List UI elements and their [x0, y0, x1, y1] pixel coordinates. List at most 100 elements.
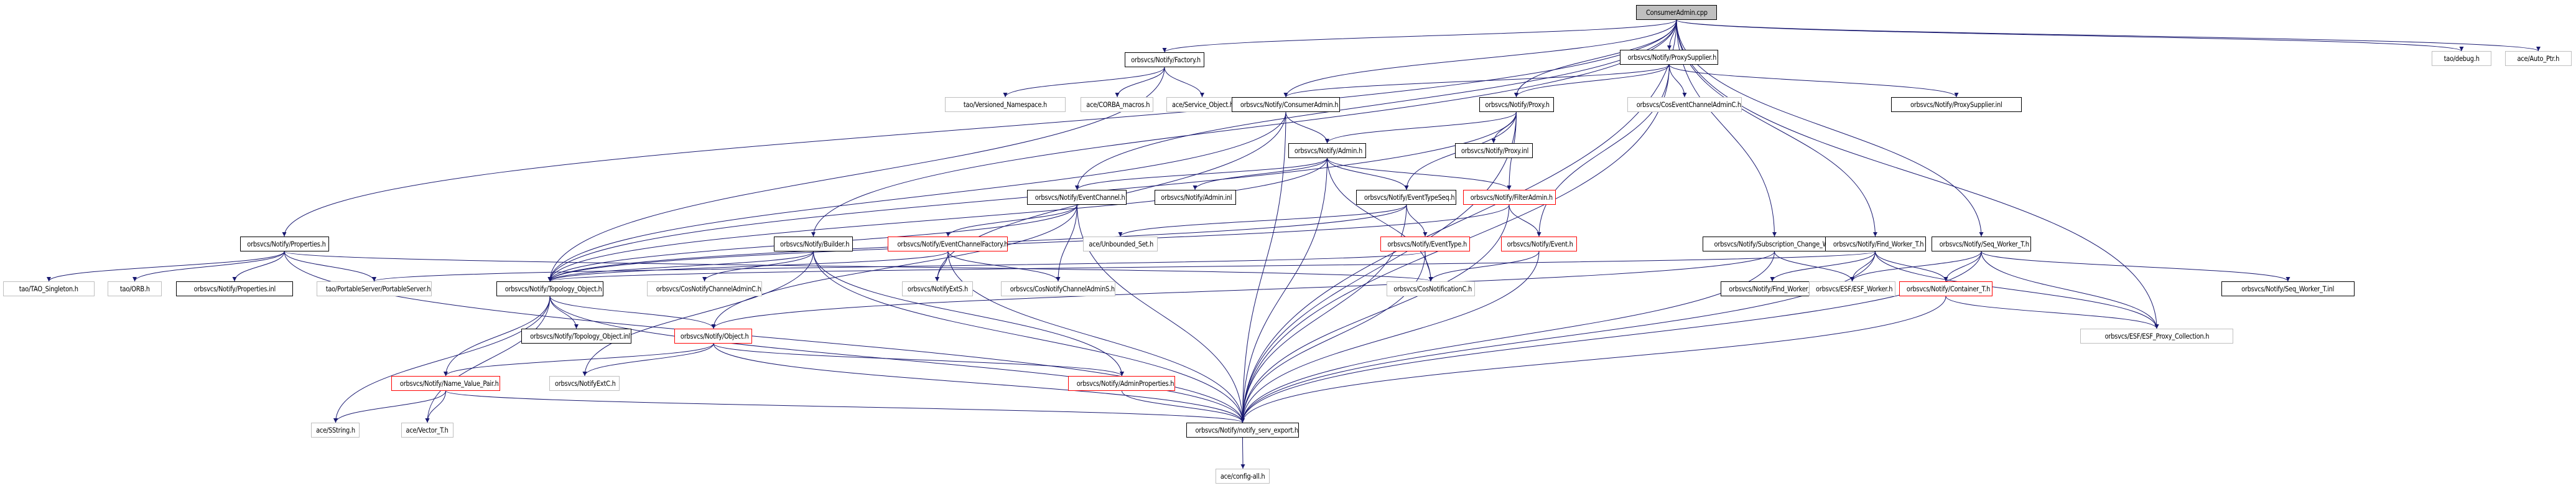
- node-properties-h[interactable]: orbsvcs/Notify/Properties.h: [240, 237, 329, 251]
- node-container-t-h[interactable]: orbsvcs/Notify/Container_T.h: [1899, 281, 1993, 296]
- node-name-value-pair-h[interactable]: orbsvcs/Notify/Name_Value_Pair.h: [391, 376, 500, 391]
- edge-eventtype_h-to-cosnotificationc: [1425, 251, 1433, 282]
- edge-filteradmin_h-to-topology_object_h: [547, 204, 1510, 282]
- edge-proxysupplier-to-consumeradmin_h: [1283, 64, 1670, 98]
- edge-root-to-properties_h: [282, 19, 1677, 237]
- edge-root-to-auto_ptr: [1676, 19, 2541, 52]
- node-coseventchanneladminc-h[interactable]: orbsvcs/CosEventChannelAdminC.h: [1627, 97, 1742, 112]
- edge-eventchannel_h-to-cosnotifychanneladmins: [1056, 204, 1077, 282]
- edge-builder_h-to-notify_serv_export: [813, 251, 1245, 423]
- edge-proxysupplier-to-proxysupplier_inl: [1669, 64, 1959, 98]
- node-admin-inl[interactable]: orbsvcs/Notify/Admin.inl: [1155, 190, 1236, 205]
- node-consumeradmin-h[interactable]: orbsvcs/Notify/ConsumerAdmin.h: [1232, 97, 1340, 112]
- node-eventtypeseq-h[interactable]: orbsvcs/Notify/EventTypeSeq.h: [1355, 190, 1457, 205]
- edge-root-to-notify_serv_export: [1240, 19, 1677, 423]
- edge-factory-to-corba_macros: [1115, 67, 1165, 98]
- edge-find_worker-to-esf_proxy_collection: [1875, 251, 2159, 329]
- edge-factory-to-versioned_ns: [1003, 67, 1165, 98]
- node-eventchannel-h[interactable]: orbsvcs/Notify/EventChannel.h: [1026, 190, 1127, 205]
- edge-root-to-tao_debug: [1676, 19, 2464, 52]
- node-filteradmin-h[interactable]: orbsvcs/Notify/FilterAdmin.h: [1463, 190, 1556, 205]
- edge-filteradmin_h-to-event_h: [1509, 204, 1541, 237]
- node-properties-inl[interactable]: orbsvcs/Notify/Properties.inl: [176, 281, 293, 296]
- edge-consumeradmin_h-to-admin_h: [1285, 111, 1329, 144]
- node-service-object-h[interactable]: ace/Service_Object.h: [1166, 97, 1238, 112]
- edge-root-to-esf_proxy_collection: [1676, 19, 2159, 329]
- node-unbounded-set-h[interactable]: ace/Unbounded_Set.h: [1083, 237, 1158, 251]
- edge-notify_serv_export-to-config_all: [1240, 437, 1245, 469]
- edge-topology_object_h-to-name_value_pair: [444, 296, 551, 377]
- edge-subscription_worker-to-object_h: [711, 251, 1775, 329]
- node-esf-worker-h[interactable]: orbsvcs/ESF/ESF_Worker.h: [1808, 281, 1896, 296]
- node-corba-macros-h[interactable]: ace/CORBA_macros.h: [1080, 97, 1154, 112]
- edge-proxysupplier-to-coseventchanneladminc: [1669, 64, 1687, 98]
- node-event-h[interactable]: orbsvcs/Notify/Event.h: [1501, 237, 1577, 251]
- edge-eventtypeseq_h-to-eventtype_h: [1406, 204, 1428, 237]
- edge-admin_h-to-eventtypeseq_h: [1327, 157, 1409, 190]
- edge-name_value_pair-to-sstring: [333, 390, 446, 423]
- node-admin-h[interactable]: orbsvcs/Notify/Admin.h: [1288, 143, 1367, 158]
- node-ace-auto-ptr-h[interactable]: ace/Auto_Ptr.h: [2505, 51, 2572, 66]
- edge-object_h-to-name_value_pair: [444, 343, 714, 377]
- node-versioned-namespace-h[interactable]: tao/Versioned_Namespace.h: [945, 97, 1066, 112]
- node-proxy-inl[interactable]: orbsvcs/Notify/Proxy.inl: [1455, 143, 1533, 158]
- node-vector-t-h[interactable]: ace/Vector_T.h: [401, 423, 454, 438]
- node-find-worker-t-inl[interactable]: orbsvcs/Notify/Find_Worker_T.inl: [1720, 281, 1825, 296]
- edge-properties_h-to-notify_serv_export: [284, 251, 1245, 423]
- node-topology-object-h[interactable]: orbsvcs/Notify/Topology_Object.h: [496, 281, 603, 296]
- edge-seq_worker-to-esf_proxy_collection: [1981, 251, 2159, 329]
- node-config-all-h[interactable]: ace/config-all.h: [1215, 469, 1270, 484]
- node-sstring-h[interactable]: ace/SString.h: [310, 423, 360, 438]
- edge-root-to-factory: [1162, 19, 1677, 53]
- node-adminproperties-h[interactable]: orbsvcs/Notify/AdminProperties.h: [1067, 376, 1176, 391]
- node-eventchannelfactory-h[interactable]: orbsvcs/Notify/EventChannelFactory.h: [887, 237, 1008, 251]
- node-seq-worker-t-inl[interactable]: orbsvcs/Notify/Seq_Worker_T.inl: [2221, 281, 2355, 296]
- node-notify-serv-export-h[interactable]: orbsvcs/Notify/notify_serv_export.h: [1186, 423, 1300, 438]
- edge-admin_h-to-eventchannel_h: [1075, 157, 1328, 190]
- node-cosnotifychanneladmins-h[interactable]: orbsvcs/CosNotifyChannelAdminS.h: [1000, 281, 1116, 296]
- node-find-worker-t-h[interactable]: orbsvcs/Notify/Find_Worker_T.h: [1825, 237, 1926, 251]
- edge-event_h-to-notify_serv_export: [1240, 251, 1540, 423]
- edge-object_h-to-notify_serv_export: [713, 343, 1245, 423]
- node-builder-h[interactable]: orbsvcs/Notify/Builder.h: [773, 237, 853, 251]
- edge-factory-to-service_object: [1164, 67, 1204, 98]
- node-notifyexts-h[interactable]: orbsvcs/NotifyExtS.h: [902, 281, 973, 296]
- edge-subscription_worker-to-notify_serv_export: [1240, 251, 1775, 423]
- node-notifyextc-h[interactable]: orbsvcs/NotifyExtC.h: [549, 376, 620, 391]
- edge-topology_object_h-to-vector_t: [425, 296, 551, 423]
- node-esf-proxy-collection-h[interactable]: orbsvcs/ESF/ESF_Proxy_Collection.h: [2080, 329, 2233, 344]
- edge-find_worker-to-find_worker_inl: [1770, 251, 1876, 282]
- node-object-h[interactable]: orbsvcs/Notify/Object.h: [674, 329, 753, 344]
- edge-seq_worker-to-seq_worker_inl: [1981, 251, 2290, 282]
- node-factory-h[interactable]: orbsvcs/Notify/Factory.h: [1125, 52, 1204, 67]
- node-proxysupplier-h[interactable]: orbsvcs/Notify/ProxySupplier.h: [1619, 50, 1719, 65]
- edge-find_worker-to-topology_object_h: [548, 251, 1876, 282]
- node-consumeradmin-cpp[interactable]: ConsumerAdmin.cpp: [1636, 5, 1717, 20]
- node-tao-singleton-h[interactable]: tao/TAO_Singleton.h: [3, 281, 95, 296]
- edge-adminproperties-to-notify_serv_export: [1122, 390, 1245, 423]
- edge-eventtype_h-to-portableserver: [372, 251, 1426, 282]
- node-proxysupplier-inl[interactable]: orbsvcs/Notify/ProxySupplier.inl: [1891, 97, 2022, 112]
- edge-container_t-to-notify_serv_export: [1240, 296, 1946, 423]
- edge-consumeradmin_h-to-topology_object_h: [547, 111, 1286, 282]
- node-eventtype-h[interactable]: orbsvcs/Notify/EventType.h: [1380, 237, 1470, 251]
- node-cosnotifychanneladminc-h[interactable]: orbsvcs/CosNotifyChannelAdminC.h: [647, 281, 762, 296]
- edge-admin_h-to-cosnotificationc: [1327, 157, 1433, 282]
- edge-ecfactory_h-to-cosnotifychanneladmins: [947, 251, 1061, 282]
- edge-properties_h-to-tao_orb: [133, 251, 285, 282]
- node-topology-object-inl[interactable]: orbsvcs/Notify/Topology_Object.inl: [521, 329, 631, 344]
- node-seq-worker-t-h[interactable]: orbsvcs/Notify/Seq_Worker_T.h: [1931, 237, 2032, 251]
- edge-name_value_pair-to-notify_serv_export: [445, 390, 1245, 423]
- edge-root-to-consumeradmin_h: [1283, 19, 1677, 98]
- edge-object_h-to-notifyextc: [582, 343, 714, 377]
- edge-properties_h-to-cosnotificationc: [284, 251, 1433, 282]
- node-portableserver-h[interactable]: tao/PortableServer/PortableServer.h: [317, 281, 432, 296]
- node-proxy-h[interactable]: orbsvcs/Notify/Proxy.h: [1479, 97, 1554, 112]
- node-tao-orb-h[interactable]: tao/ORB.h: [108, 281, 162, 296]
- node-cosnotificationc-h[interactable]: orbsvcs/CosNotificationC.h: [1387, 281, 1475, 296]
- edge-properties_h-to-properties_inl: [232, 251, 285, 282]
- edge-object_h-to-adminproperties: [713, 343, 1124, 377]
- node-tao-debug-h[interactable]: tao/debug.h: [2432, 51, 2491, 66]
- edge-container_t-to-esf_proxy_collection: [1945, 296, 2159, 329]
- edge-proxysupplier-to-event_h: [1537, 64, 1670, 237]
